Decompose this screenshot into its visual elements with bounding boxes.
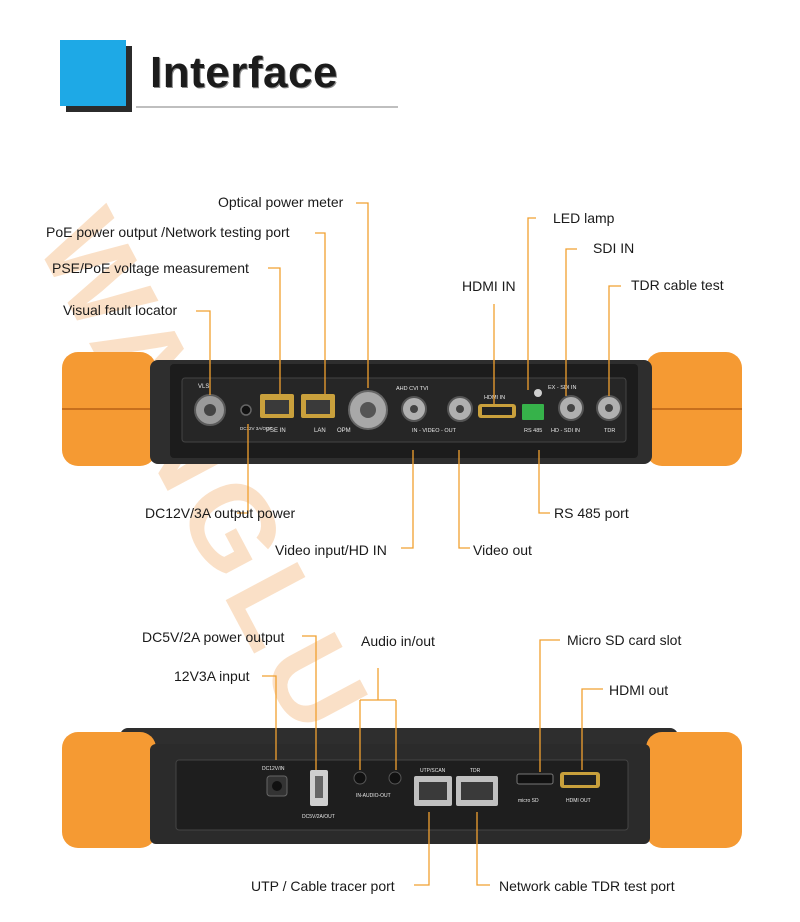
rs485-silkscreen: RS 485: [524, 428, 542, 434]
label-hdmi-in: HDMI IN: [462, 278, 516, 294]
page-title: Interface: [150, 48, 338, 97]
ahd-cvi-tvi-silkscreen: AHD CVI TVI: [396, 386, 429, 392]
bottom-device: DC12V/IN DC5V/2A/OUT IN-AUDIO-OUT UTP/SC…: [62, 728, 742, 848]
in-audio-out-silkscreen: IN-AUDIO-OUT: [356, 793, 391, 799]
dc12v-out-silkscreen: DC12V 3A/OUT: [240, 426, 272, 431]
dc12v-in-silkscreen: DC12V/IN: [262, 766, 285, 772]
audio-in-jack: [353, 771, 367, 785]
tdr-silkscreen: TDR: [604, 428, 615, 434]
dc-in-jack: [272, 781, 282, 791]
title-accent-square: [60, 40, 126, 106]
label-visual-fault-locator: Visual fault locator: [63, 302, 178, 318]
in-video-out-silkscreen: IN - VIDEO - OUT: [412, 428, 457, 434]
label-12v-input: 12V3A input: [174, 668, 250, 684]
label-sdi-in: SDI IN: [593, 240, 635, 256]
label-rs485-port: RS 485 port: [554, 505, 629, 521]
label-video-out: Video out: [473, 542, 532, 558]
top-leader-lines: [196, 202, 621, 549]
micro-sd-silkscreen: micro SD: [518, 798, 539, 804]
audio-out-jack: [388, 771, 402, 785]
lan-silkscreen: LAN: [314, 428, 326, 434]
label-poe-output: PoE power output /Network testing port: [46, 224, 290, 240]
micro-sd-slot: [516, 773, 554, 785]
left-bumper-bottom: [62, 732, 156, 848]
label-led-lamp: LED lamp: [553, 210, 615, 226]
pse-in-silkscreen: PSE IN: [266, 428, 286, 434]
label-audio-in-out: Audio in/out: [361, 633, 435, 649]
label-tdr-cable-test: TDR cable test: [631, 277, 724, 293]
rs485-terminal: [522, 404, 544, 420]
ex-sdi-silkscreen: EX - SDI IN: [548, 385, 576, 391]
dc-out-jack: [240, 404, 252, 416]
bottom-leader-lines: [262, 635, 603, 886]
label-dc5v-output: DC5V/2A power output: [142, 629, 285, 645]
label-video-input: Video input/HD IN: [275, 542, 387, 558]
label-pse-poe-voltage: PSE/PoE voltage measurement: [52, 260, 249, 276]
right-bumper-bottom: [646, 732, 742, 848]
label-micro-sd-slot: Micro SD card slot: [567, 632, 682, 648]
hd-sdi-silkscreen: HD - SDI IN: [551, 428, 580, 434]
title-underline: [136, 106, 398, 108]
label-utp-port: UTP / Cable tracer port: [251, 878, 395, 894]
tdr-port-silkscreen: TDR: [470, 768, 481, 774]
label-optical-power-meter: Optical power meter: [218, 194, 344, 210]
opm-silkscreen: OPM: [337, 428, 351, 434]
led-lamp: [534, 389, 542, 397]
dc5v-out-silkscreen: DC5V/2A/OUT: [302, 814, 335, 820]
vls-silkscreen: VLS: [198, 384, 209, 390]
label-dc-output: DC12V/3A output power: [145, 505, 296, 521]
utp-scan-silkscreen: UTP/SCAN: [420, 768, 446, 774]
label-hdmi-out: HDMI out: [609, 682, 669, 698]
hdmi-out-silkscreen: HDMI OUT: [566, 798, 591, 804]
label-tdr-port: Network cable TDR test port: [499, 878, 675, 894]
top-device: VLS DC12V 3A/OUT PSE IN LAN OPM AHD CVI …: [62, 352, 742, 466]
